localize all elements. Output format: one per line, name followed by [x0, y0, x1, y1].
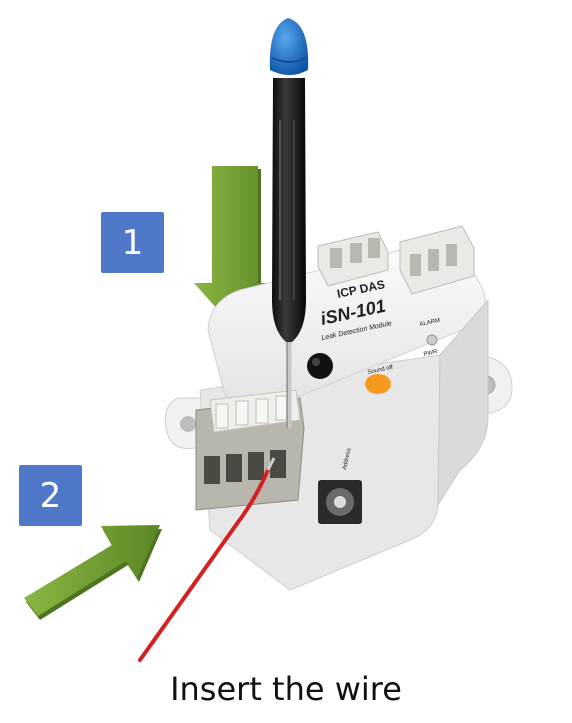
top-terminal-block-left	[317, 231, 389, 287]
top-terminal-block-right	[399, 225, 475, 295]
step-1-badge: 1	[101, 212, 164, 273]
sound-off-label: Sound off	[367, 365, 394, 376]
front-terminal-block	[195, 389, 305, 511]
step-2-badge: 2	[19, 465, 82, 526]
address-label: Address	[342, 448, 352, 471]
alarm-led	[426, 334, 438, 346]
screwdriver-icon	[269, 18, 309, 428]
address-switch	[318, 480, 362, 524]
arrow-diagonal-icon	[24, 525, 162, 620]
red-wire	[138, 468, 270, 662]
sensitivity-knob	[307, 353, 333, 379]
wire-tip	[266, 457, 276, 471]
power-label: PWR	[423, 349, 439, 358]
sound-off-button	[365, 374, 391, 394]
alarm-label: ALARM	[419, 318, 440, 328]
caption: Insert the wire	[170, 670, 402, 708]
